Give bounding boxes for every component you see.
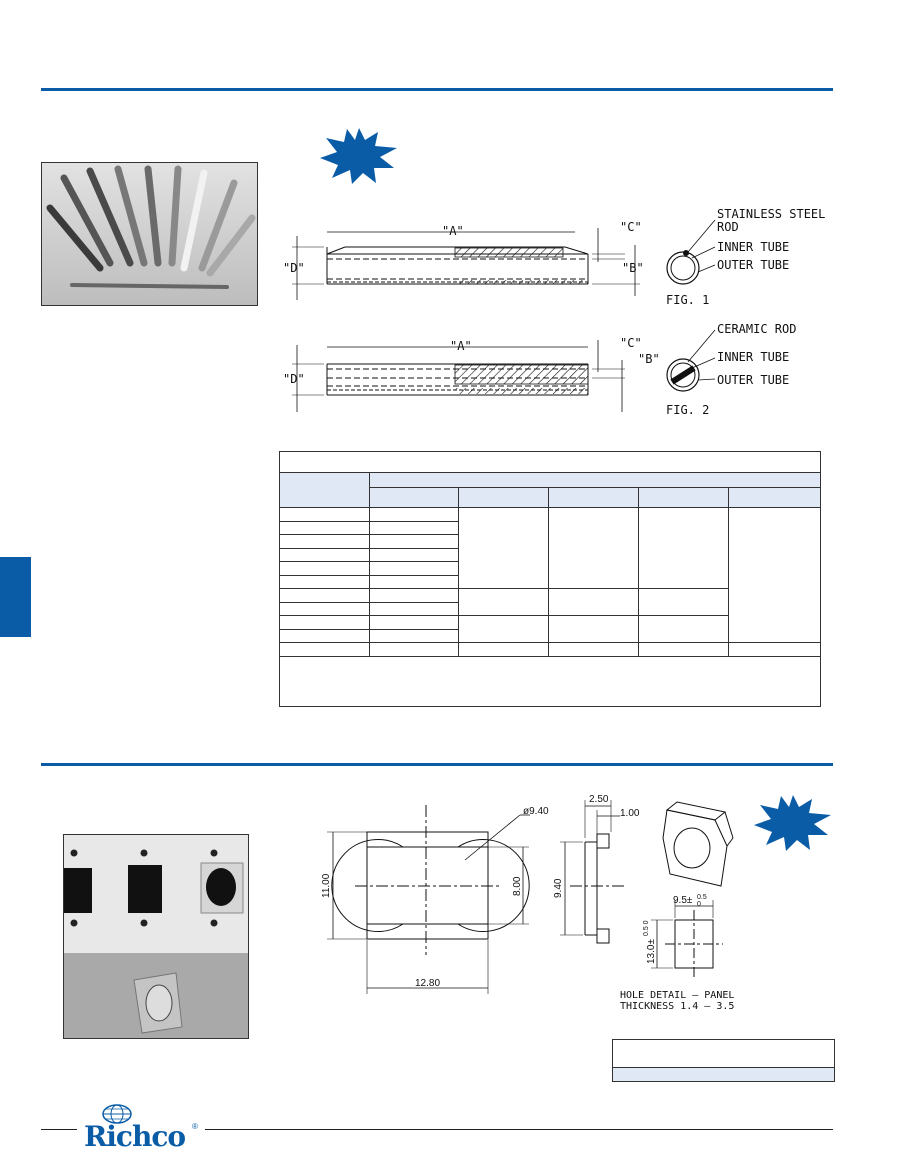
part-number-strip (613, 1067, 834, 1081)
dim-c2-label: "C" (620, 336, 642, 350)
hole-w-label: 9.5± (673, 895, 693, 906)
new-star-badge (754, 795, 831, 851)
mid-rule (41, 763, 833, 766)
product-photo-tubes (41, 162, 258, 306)
fig2-label-0: CERAMIC ROD (717, 322, 796, 336)
table-row (279, 642, 822, 657)
table-title-row (278, 451, 822, 473)
fig1-caption: FIG. 1 (666, 293, 709, 307)
hole-w-tol-bot: 0 (697, 901, 701, 908)
footer-rule-right (205, 1129, 833, 1130)
fig1-label-3: OUTER TUBE (717, 258, 789, 272)
dia-label: ø9.40 (523, 806, 549, 817)
footer-rule-left (41, 1129, 77, 1130)
new-star-badge (320, 128, 397, 184)
fig1-label-0: STAINLESS STEEL (717, 207, 825, 221)
side-tab (0, 557, 31, 637)
table-footnote-row (278, 655, 822, 707)
dim-d2-label: "D" (283, 372, 305, 386)
h-overall-label: 11.00 (321, 873, 332, 898)
product-photo-panel (63, 834, 249, 1039)
logo-text: Richco (84, 1120, 186, 1153)
spec-table (278, 451, 822, 707)
tube-drawing: "A" "D" "C" "B" STAINLESS STEEL ROD INNE… (283, 207, 825, 417)
flange-label: 1.00 (620, 808, 640, 819)
dim-a-label: "A" (442, 224, 464, 238)
hole-note-line1: HOLE DETAIL – PANEL (620, 990, 734, 1001)
fig1-label-2: INNER TUBE (717, 240, 789, 254)
dim-b2-label: "B" (638, 352, 660, 366)
h-inner-label: 8.00 (512, 876, 523, 896)
hole-h-tol: 0.5 0 (643, 920, 650, 936)
table-row (279, 507, 822, 643)
hole-note-line2: THICKNESS 1.4 – 3.5 (620, 1001, 734, 1012)
fig2-label-1: INNER TUBE (717, 350, 789, 364)
globe-icon (102, 1104, 132, 1124)
table-header-cell (279, 472, 370, 508)
top-rule (41, 88, 833, 91)
fig2-label-2: OUTER TUBE (717, 373, 789, 387)
hole-h-label: 13.0± (646, 939, 657, 964)
fig2-caption: FIG. 2 (666, 403, 709, 417)
hole-w-tol-top: 0.5 (697, 894, 707, 901)
table-header-cell (548, 486, 639, 509)
table-header-cell (368, 472, 822, 488)
table-header-cell (727, 486, 822, 509)
side-h-label: 9.40 (553, 878, 564, 898)
dim-a2-label: "A" (450, 339, 472, 353)
table-header-cell (458, 486, 549, 509)
richco-logo: Richco ® (84, 1104, 204, 1154)
part-number-box (612, 1039, 835, 1082)
dim-b-label: "B" (622, 261, 644, 275)
registered-mark: ® (192, 1122, 198, 1131)
grommet-drawing: ø9.40 11.00 8.00 12.80 9.40 2.50 1.00 9.… (321, 794, 734, 1012)
table-row (279, 601, 821, 616)
w-overall-label: 12.80 (415, 978, 440, 989)
dim-c-label: "C" (620, 220, 642, 234)
fig1-label-1: ROD (717, 220, 739, 234)
side-w-label: 2.50 (589, 794, 609, 805)
table-header-cell (369, 486, 459, 509)
table-header-cell (638, 486, 729, 509)
table-row (279, 615, 821, 643)
dim-d-label: "D" (283, 261, 305, 275)
